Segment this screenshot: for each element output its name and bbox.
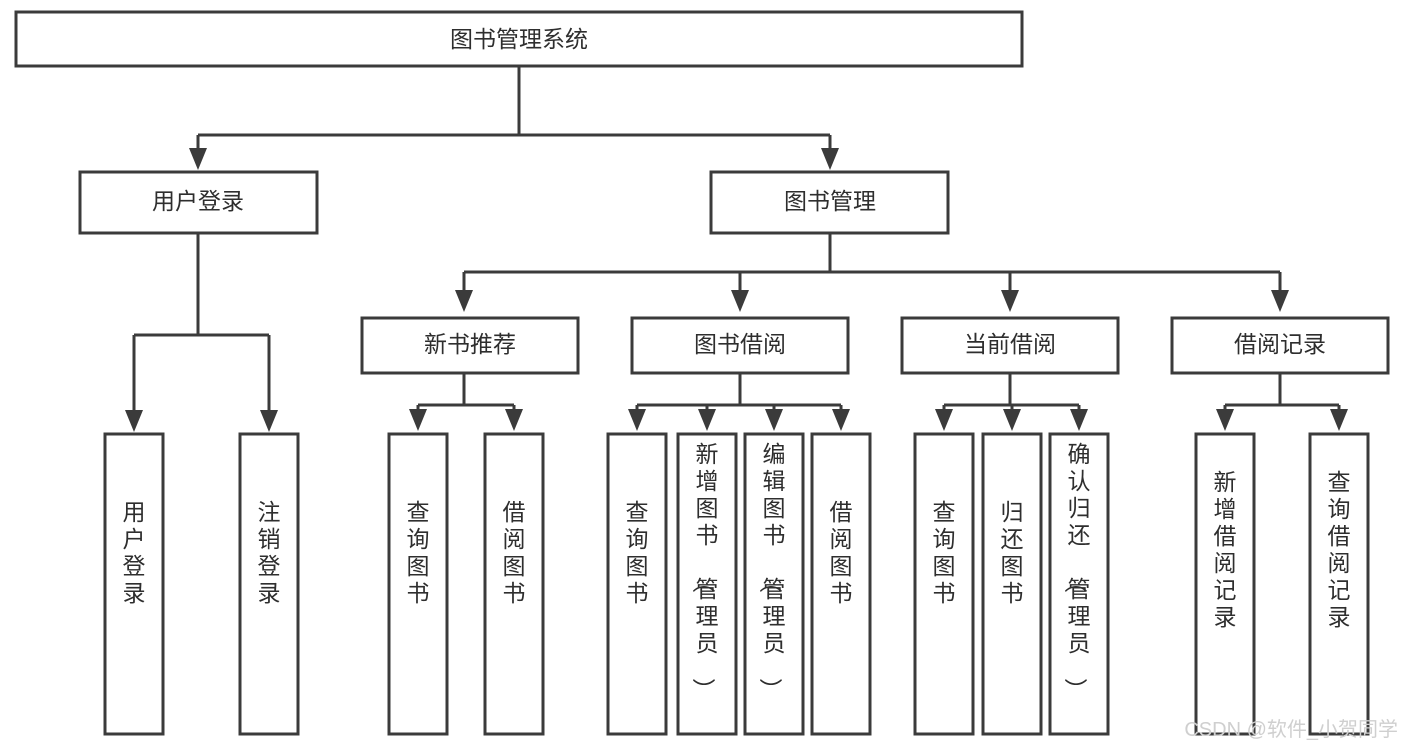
arrow-to-leaf-query-book-3: [935, 409, 953, 431]
node-current-borrow[interactable]: 当前借阅: [900, 316, 1120, 375]
arrow-to-leaf-add-record: [1216, 409, 1234, 431]
node-leaf-add-book[interactable]: 新增图书（管理员）: [676, 432, 738, 736]
node-book-management[interactable]: 图书管理: [709, 170, 950, 235]
node-leaf-user-login-box[interactable]: [103, 432, 165, 736]
arrow-to-leaf-add-book: [698, 409, 716, 431]
arrow-to-leaf-borrow-book-1: [505, 409, 523, 431]
node-borrow-record-box[interactable]: [1170, 316, 1390, 375]
node-leaf-query-record-label: 查询借阅记录: [1328, 469, 1351, 630]
arrow-to-leaf-user-logout: [260, 410, 278, 432]
node-new-book-recommend-box[interactable]: [360, 316, 580, 375]
arrow-to-borrow-record: [1271, 290, 1289, 312]
node-leaf-confirm-return[interactable]: 确认归还（管理员）: [1048, 432, 1110, 736]
arrow-to-leaf-user-login: [125, 410, 143, 432]
node-leaf-add-record[interactable]: 新增借阅记录: [1194, 432, 1256, 736]
node-leaf-confirm-return-box[interactable]: [1048, 432, 1110, 736]
node-user-login-label: 用户登录: [152, 188, 244, 214]
node-user-login[interactable]: 用户登录: [78, 170, 319, 235]
node-leaf-query-record-box[interactable]: [1308, 432, 1370, 736]
node-leaf-borrow-book-1[interactable]: 借阅图书: [483, 432, 545, 736]
arrow-to-leaf-query-book-2: [628, 409, 646, 431]
node-leaf-user-logout-label: 注销登录: [258, 499, 281, 606]
node-root-box[interactable]: [14, 10, 1024, 68]
node-leaf-add-book-label: 新增图书（管理员）: [691, 441, 719, 701]
node-leaf-query-record[interactable]: 查询借阅记录: [1308, 432, 1370, 736]
node-leaf-add-book-box[interactable]: [676, 432, 738, 736]
node-leaf-query-book-3[interactable]: 查询图书: [913, 432, 975, 736]
arrow-to-leaf-query-record: [1330, 409, 1348, 431]
node-leaf-user-logout-box[interactable]: [238, 432, 300, 736]
arrow-to-leaf-confirm-return: [1070, 409, 1088, 431]
arrow-to-current-borrow: [1001, 290, 1019, 312]
node-leaf-borrow-book-2[interactable]: 借阅图书: [810, 432, 872, 736]
node-leaf-query-book-2[interactable]: 查询图书: [606, 432, 668, 736]
node-borrow-record-label: 借阅记录: [1234, 331, 1326, 357]
node-leaf-query-book-2-box[interactable]: [606, 432, 668, 736]
node-leaf-edit-book[interactable]: 编辑图书（管理员）: [743, 432, 805, 736]
connectors-layer: [125, 66, 1348, 432]
arrow-to-leaf-query-book-1: [409, 409, 427, 431]
node-current-borrow-box[interactable]: [900, 316, 1120, 375]
node-leaf-borrow-book-1-box[interactable]: [483, 432, 545, 736]
arrow-to-leaf-edit-book: [765, 409, 783, 431]
arrow-to-leaf-borrow-book-2: [832, 409, 850, 431]
node-leaf-return-book-box[interactable]: [981, 432, 1043, 736]
node-book-borrow-box[interactable]: [630, 316, 850, 375]
node-leaf-return-book[interactable]: 归还图书: [981, 432, 1043, 736]
node-leaf-borrow-book-1-label: 借阅图书: [503, 499, 526, 606]
arrow-to-new-book-recommend: [455, 290, 473, 312]
node-leaf-query-book-3-label: 查询图书: [933, 499, 956, 606]
node-root-label: 图书管理系统: [450, 26, 588, 52]
node-book-borrow[interactable]: 图书借阅: [630, 316, 850, 375]
node-root[interactable]: 图书管理系统: [14, 10, 1024, 68]
node-leaf-borrow-book-2-label: 借阅图书: [830, 499, 853, 606]
node-current-borrow-label: 当前借阅: [964, 331, 1056, 357]
arrow-to-book-management: [821, 148, 839, 170]
node-book-management-box[interactable]: [709, 170, 950, 235]
node-leaf-add-record-box[interactable]: [1194, 432, 1256, 736]
node-borrow-record[interactable]: 借阅记录: [1170, 316, 1390, 375]
arrow-to-book-borrow: [731, 290, 749, 312]
node-leaf-query-book-2-label: 查询图书: [626, 499, 649, 606]
arrow-to-user-login: [189, 148, 207, 170]
node-leaf-user-login[interactable]: 用户登录: [103, 432, 165, 736]
node-leaf-borrow-book-2-box[interactable]: [810, 432, 872, 736]
node-book-borrow-label: 图书借阅: [694, 331, 786, 357]
csdn-watermark: CSDN @软件_小贺同学: [1184, 718, 1398, 741]
node-leaf-edit-book-box[interactable]: [743, 432, 805, 736]
node-leaf-user-login-label: 用户登录: [123, 499, 146, 606]
node-leaf-confirm-return-label: 确认归还（管理员）: [1063, 441, 1091, 701]
node-leaf-query-book-1-box[interactable]: [387, 432, 449, 736]
node-leaf-user-logout[interactable]: 注销登录: [238, 432, 300, 736]
node-leaf-return-book-label: 归还图书: [1001, 499, 1024, 606]
arrow-to-leaf-return-book: [1003, 409, 1021, 431]
node-book-management-label: 图书管理: [784, 188, 876, 214]
node-leaf-query-book-1[interactable]: 查询图书: [387, 432, 449, 736]
node-user-login-box[interactable]: [78, 170, 319, 235]
node-leaf-add-record-label: 新增借阅记录: [1214, 469, 1237, 630]
node-leaf-query-book-3-box[interactable]: [913, 432, 975, 736]
node-new-book-recommend-label: 新书推荐: [424, 331, 516, 357]
node-leaf-edit-book-label: 编辑图书（管理员）: [758, 441, 786, 701]
node-leaf-query-book-1-label: 查询图书: [407, 499, 430, 606]
node-new-book-recommend[interactable]: 新书推荐: [360, 316, 580, 375]
